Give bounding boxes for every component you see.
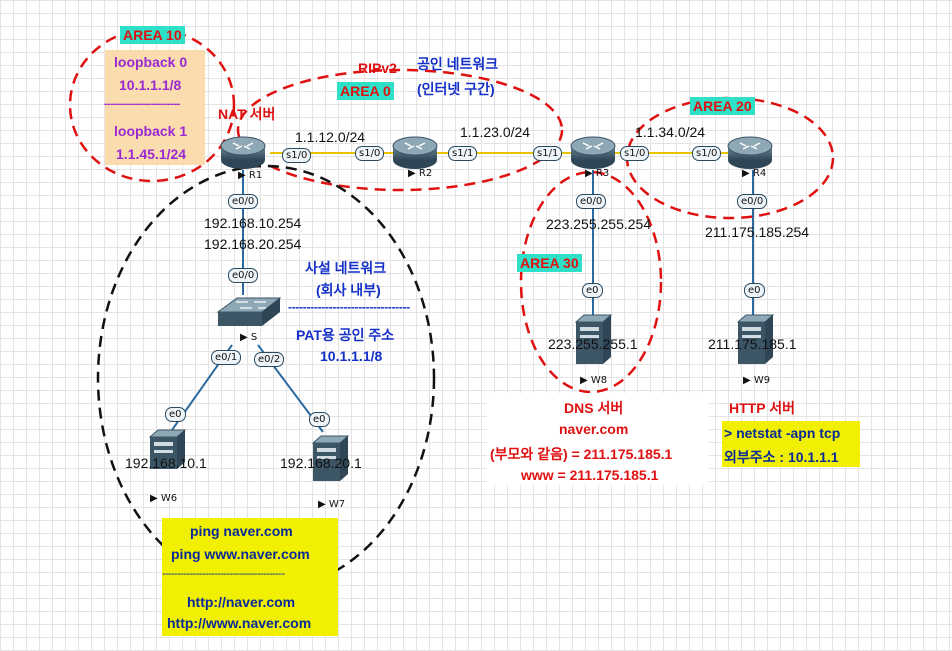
ip-r1-e00-a: 192.168.10.254 — [204, 215, 302, 231]
ping-line1: ping naver.com — [190, 523, 293, 539]
loopback-box — [105, 50, 205, 165]
area10-ellipse — [68, 27, 236, 183]
ip-r4-e00: 211.175.185.254 — [705, 224, 810, 240]
port-r3-s11: s1/1 — [533, 146, 563, 161]
internet-label: (인터넷 구간) — [417, 81, 495, 97]
device-w7-name: ▶ W7 — [318, 499, 346, 510]
dns-line1: naver.com — [559, 421, 629, 437]
loopback0-ip: 10.1.1.1/8 — [119, 77, 182, 93]
public-network-label: 공인 네트워크 — [417, 56, 499, 72]
ip-r3-e00: 223.255.255.254 — [546, 216, 652, 232]
router-r1[interactable] — [220, 136, 266, 169]
private-network-ellipse — [96, 164, 436, 592]
dns-info-box — [487, 393, 709, 485]
pat-label: PAT용 공인 주소 — [296, 327, 395, 343]
area0-ellipse — [236, 68, 564, 192]
loopback-divider: ------------------------ — [104, 98, 180, 110]
port-r4-s10: s1/0 — [692, 146, 722, 161]
port-s-e01: e0/1 — [211, 350, 242, 365]
port-w9-e0: e0 — [744, 283, 765, 298]
router-r2[interactable] — [392, 136, 438, 169]
net-1-1-34: 1.1.34.0/24 — [635, 124, 706, 140]
router-r3[interactable] — [570, 136, 616, 169]
port-r3-s10: s1/0 — [620, 146, 650, 161]
netstat-cmd: > netstat -apn tcp — [724, 425, 841, 441]
net-1-1-23: 1.1.23.0/24 — [460, 124, 531, 140]
port-r3-e00: e0/0 — [576, 194, 607, 209]
pat-ip: 10.1.1.1/8 — [320, 348, 383, 364]
area30-ellipse — [519, 170, 663, 394]
device-r4-name: ▶ R4 — [742, 168, 767, 179]
port-s-e00: e0/0 — [228, 268, 259, 283]
port-r1-s10: s1/0 — [282, 148, 312, 163]
ip-w8: 223.255.255.1 — [548, 336, 638, 352]
netstat-result: 외부주소 : 10.1.1.1 — [724, 449, 839, 465]
server-w9[interactable] — [736, 314, 775, 364]
ping-line3: http://naver.com — [187, 594, 296, 610]
device-w9-name: ▶ W9 — [743, 375, 771, 386]
dns-line3: www = 211.175.185.1 — [521, 467, 659, 483]
device-r3-name: ▶ R3 — [585, 168, 610, 179]
links — [171, 152, 754, 433]
port-r4-e00: e0/0 — [737, 194, 768, 209]
http-title: HTTP 서버 — [729, 400, 795, 416]
port-r2-s10: s1/0 — [355, 146, 385, 161]
area30-label: AREA 30 — [517, 254, 582, 272]
port-w7-e0: e0 — [309, 412, 330, 427]
ip-w9: 211.175.185.1 — [708, 336, 797, 352]
netstat-box — [722, 421, 860, 467]
device-r1-name: ▶ R1 — [238, 170, 263, 181]
ping-line2: ping www.naver.com — [171, 546, 310, 562]
ip-w7: 192.168.20.1 — [280, 455, 362, 471]
private-divider: --------------------------------- — [288, 300, 410, 314]
device-w6-name: ▶ W6 — [150, 493, 178, 504]
loopback1-name: loopback 1 — [114, 123, 188, 139]
server-w8[interactable] — [574, 314, 613, 364]
loopback1-ip: 1.1.45.1/24 — [116, 146, 187, 162]
port-r1-e00: e0/0 — [228, 194, 259, 209]
server-w6[interactable] — [148, 429, 187, 469]
ping-box — [162, 518, 338, 636]
server-w7[interactable] — [311, 435, 350, 481]
net-1-1-12: 1.1.12.0/24 — [295, 129, 366, 145]
port-r2-s11: s1/1 — [448, 146, 478, 161]
ping-line4: http://www.naver.com — [167, 615, 312, 631]
device-s-name: ▶ S — [240, 332, 258, 343]
ip-r1-e00-b: 192.168.20.254 — [204, 236, 302, 252]
loopback0-name: loopback 0 — [114, 54, 188, 70]
area0-label: AREA 0 — [337, 82, 394, 100]
dns-line2: (부모와 같음) = 211.175.185.1 — [490, 446, 673, 462]
dns-title: DNS 서버 — [564, 400, 624, 416]
private-network-title: 사설 네트워크 — [305, 260, 387, 276]
ping-divider: ---------------------------------------- — [162, 568, 285, 580]
port-w8-e0: e0 — [582, 283, 603, 298]
ripv2-label: RIPv2 — [358, 60, 397, 76]
private-network-sub: (회사 내부) — [316, 282, 381, 298]
port-w6-e0: e0 — [165, 407, 186, 422]
ip-w6: 192.168.10.1 — [125, 455, 207, 471]
area20-label: AREA 20 — [690, 97, 755, 115]
device-w8-name: ▶ W8 — [580, 375, 608, 386]
device-r2-name: ▶ R2 — [408, 168, 433, 179]
nat-server-label: NAT 서버 — [218, 106, 276, 122]
port-s-e02: e0/2 — [254, 352, 285, 367]
router-r4[interactable] — [727, 136, 773, 169]
switch-s[interactable] — [216, 297, 282, 326]
area10-label: AREA 10 — [120, 26, 185, 44]
